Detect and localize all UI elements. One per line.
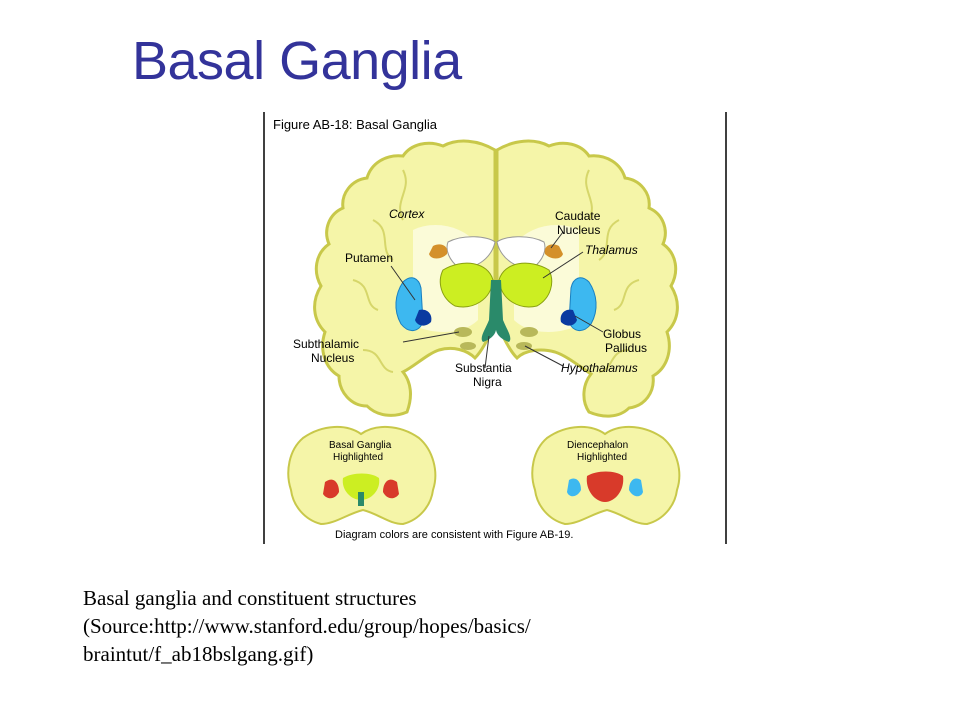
caption-line-1: Basal ganglia and constituent structures bbox=[83, 586, 417, 610]
left-thalamus bbox=[439, 262, 494, 308]
inset-left-substantia bbox=[358, 492, 364, 506]
label-putamen: Putamen bbox=[345, 251, 393, 265]
right-globus-pallidus bbox=[560, 309, 577, 326]
label-hypothalamus: Hypothalamus bbox=[561, 361, 638, 375]
inset-right-label-1: Diencephalon bbox=[567, 440, 628, 451]
caption-line-2: (Source:http://www.stanford.edu/group/ho… bbox=[83, 614, 531, 638]
label-caudate-1: Caudate bbox=[555, 209, 601, 223]
inset-right-label-2: Highlighted bbox=[577, 452, 627, 463]
inset-basal-ganglia: Basal Ganglia Highlighted bbox=[287, 425, 437, 526]
inset-right-putamen bbox=[383, 479, 399, 499]
label-subthalamic-1: Subthalamic bbox=[293, 337, 359, 351]
figure-footer: Diagram colors are consistent with Figur… bbox=[335, 529, 573, 541]
label-substantia-1: Substantia bbox=[455, 361, 512, 375]
label-globus-2: Pallidus bbox=[605, 341, 647, 355]
substantia-nigra-midline bbox=[481, 280, 511, 342]
inset-left-thalamus bbox=[342, 473, 380, 500]
label-substantia-2: Nigra bbox=[473, 375, 502, 389]
figure-caption: Basal ganglia and constituent structures… bbox=[83, 584, 531, 668]
right-ventricle bbox=[496, 236, 546, 269]
basal-ganglia-figure: Figure AB-18: Basal Ganglia bbox=[263, 110, 728, 544]
right-sulci bbox=[585, 169, 640, 373]
inset-right-left-putamen bbox=[567, 478, 581, 497]
right-subthalamic-nucleus bbox=[520, 327, 538, 337]
left-subthalamic-nucleus bbox=[454, 327, 472, 337]
leader-lines bbox=[390, 231, 604, 369]
right-hemisphere bbox=[495, 139, 679, 418]
inset-right-right-putamen bbox=[629, 478, 643, 497]
slide-title: Basal Ganglia bbox=[132, 31, 462, 91]
brain-coronal-section bbox=[313, 139, 679, 418]
right-thalamus bbox=[498, 262, 553, 308]
left-globus-pallidus bbox=[415, 309, 432, 326]
left-hypothalamus-mark bbox=[460, 342, 476, 350]
left-sulci bbox=[352, 169, 407, 373]
label-globus-1: Globus bbox=[603, 327, 641, 341]
figure-heading: Figure AB-18: Basal Ganglia bbox=[273, 117, 438, 132]
left-hemisphere bbox=[313, 139, 497, 417]
left-ventricle bbox=[446, 236, 496, 269]
inset-diencephalon: Diencephalon Highlighted bbox=[531, 425, 681, 526]
inset-right-diencephalon bbox=[586, 471, 624, 502]
brain-diagram: Figure AB-18: Basal Ganglia bbox=[263, 112, 727, 544]
inset-left-label-2: Highlighted bbox=[333, 452, 383, 463]
right-caudate-nucleus bbox=[544, 244, 563, 259]
left-caudate-nucleus bbox=[429, 244, 448, 259]
label-thalamus: Thalamus bbox=[585, 243, 638, 257]
inset-left-label-1: Basal Ganglia bbox=[329, 440, 392, 451]
label-subthalamic-2: Nucleus bbox=[311, 351, 354, 365]
caption-line-3: braintut/f_ab18bslgang.gif) bbox=[83, 642, 314, 666]
structure-labels: Cortex Caudate Nucleus Thalamus Putamen … bbox=[293, 207, 647, 389]
inset-left-putamen bbox=[323, 479, 339, 499]
label-cortex: Cortex bbox=[389, 207, 425, 221]
label-caudate-2: Nucleus bbox=[557, 223, 600, 237]
